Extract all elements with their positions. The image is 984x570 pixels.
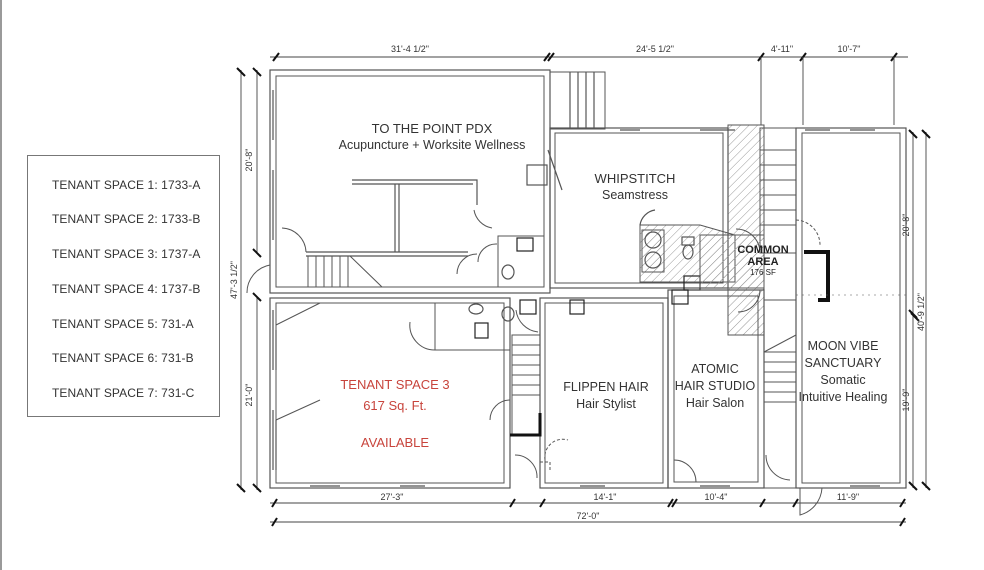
room-name: TO THE POINT PDX <box>371 121 493 136</box>
room-name: MOON VIBE <box>807 339 879 353</box>
room-subtitle: Hair Stylist <box>576 397 636 411</box>
legend-item: TENANT SPACE 4: 1737-B <box>52 282 201 296</box>
dimension-left-upper: 20'-8" <box>244 148 254 172</box>
room-area: 176 SF <box>750 268 776 277</box>
room-name: FLIPPEN HAIR <box>563 380 649 394</box>
legend-item: TENANT SPACE 3: 1737-A <box>52 247 201 261</box>
dimension-bottom-total: 72'-0" <box>576 511 600 521</box>
legend-item: TENANT SPACE 7: 731-C <box>52 386 195 400</box>
dimension-top-4: 10'-7" <box>837 44 861 54</box>
room-whipstitch: WHIPSTITCH Seamstress <box>595 170 676 204</box>
availability-status: AVAILABLE <box>360 435 430 450</box>
room-to-the-point-pdx: TO THE POINT PDX Acupuncture + Worksite … <box>339 120 526 154</box>
room-name: SANCTUARY <box>804 356 882 370</box>
room-subtitle: Acupuncture + Worksite Wellness <box>338 138 526 152</box>
dimension-top-2: 24'-5 1/2" <box>636 44 674 54</box>
room-subtitle: Intuitive Healing <box>798 390 888 404</box>
room-moon-vibe-sanctuary: MOON VIBE SANCTUARY Somatic Intuitive He… <box>799 338 888 406</box>
room-name: TENANT SPACE 3 <box>340 377 450 392</box>
legend-item: TENANT SPACE 5: 731-A <box>52 317 194 331</box>
room-subtitle: Somatic <box>820 373 866 387</box>
room-name: COMMON <box>737 244 789 256</box>
room-subtitle: Seamstress <box>601 188 668 202</box>
legend-item: TENANT SPACE 2: 1733-B <box>52 212 201 226</box>
room-flippen-hair: FLIPPEN HAIR Hair Stylist <box>563 379 648 413</box>
legend-item: TENANT SPACE 6: 731-B <box>52 351 194 365</box>
dimension-bottom-3: 10'-4" <box>704 492 728 502</box>
room-common-area: COMMON AREA 176 SF <box>737 244 788 278</box>
dimension-right-total: 40'-9 1/2" <box>916 293 926 331</box>
room-tenant-space-3: TENANT SPACE 3 617 Sq. Ft. AVAILABLE <box>340 374 449 453</box>
legend-item: TENANT SPACE 1: 1733-A <box>52 178 201 192</box>
dimension-bottom-4: 11'-9" <box>836 492 860 502</box>
dimension-top-3: 4'-11" <box>770 44 794 54</box>
room-area: 617 Sq. Ft. <box>363 398 427 413</box>
room-name: ATOMIC <box>691 362 739 376</box>
tenant-legend: TENANT SPACE 1: 1733-A TENANT SPACE 2: 1… <box>27 155 220 417</box>
room-name: WHIPSTITCH <box>594 171 676 186</box>
dimension-left-lower: 21'-0" <box>244 383 254 407</box>
dimension-bottom-1: 27'-3" <box>380 492 404 502</box>
dimension-top-1: 31'-4 1/2" <box>391 44 429 54</box>
room-subtitle: Hair Salon <box>685 396 745 410</box>
page-edge-line <box>0 0 2 570</box>
room-atomic-hair-studio: ATOMIC HAIR STUDIO Hair Salon <box>675 361 756 412</box>
room-name: HAIR STUDIO <box>674 379 756 393</box>
dimension-bottom-2: 14'-1" <box>593 492 617 502</box>
dimension-left-total: 47'-3 1/2" <box>229 261 239 299</box>
room-name: AREA <box>747 256 779 268</box>
dimension-right-upper: 20'-8" <box>901 213 911 237</box>
dimension-right-lower: 19'-9" <box>901 388 911 412</box>
